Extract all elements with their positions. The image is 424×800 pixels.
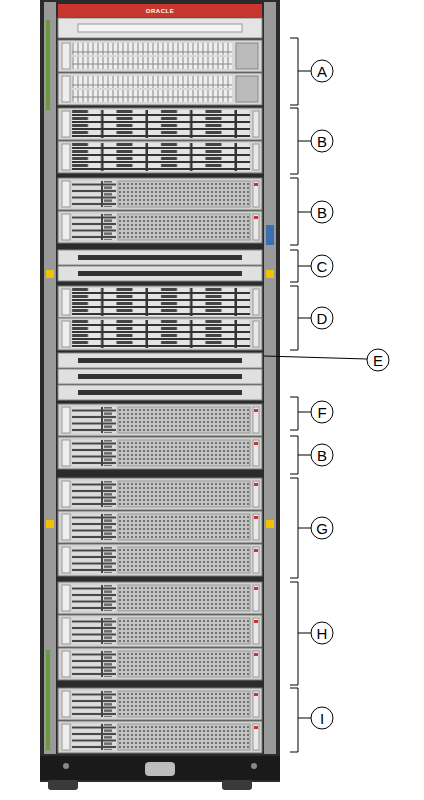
rack-foot bbox=[48, 780, 78, 790]
server bbox=[58, 688, 262, 720]
server bbox=[58, 404, 262, 436]
server bbox=[58, 582, 262, 614]
server bbox=[58, 211, 262, 243]
switch-panel bbox=[58, 369, 262, 384]
storage-server bbox=[58, 73, 262, 105]
server bbox=[58, 318, 262, 350]
switch-panel bbox=[58, 385, 262, 400]
server bbox=[58, 108, 262, 140]
server bbox=[58, 721, 262, 753]
callout-letter: C bbox=[317, 259, 328, 274]
server bbox=[58, 511, 262, 543]
server bbox=[58, 286, 262, 318]
rack-foot bbox=[222, 780, 252, 790]
server bbox=[58, 615, 262, 647]
rack-bolt bbox=[251, 763, 257, 769]
rack-rail bbox=[264, 2, 276, 754]
rack-rail bbox=[44, 2, 56, 754]
callout-letter: G bbox=[316, 521, 328, 536]
logo-bar bbox=[58, 4, 262, 17]
callout-letter: B bbox=[317, 134, 327, 149]
callout-letter: H bbox=[317, 626, 328, 641]
pdu-strip bbox=[46, 650, 50, 750]
storage-server bbox=[58, 40, 262, 72]
callout-brackets bbox=[264, 38, 367, 752]
warning-label bbox=[46, 520, 54, 528]
blank-panel bbox=[58, 18, 262, 38]
server bbox=[58, 648, 262, 680]
pdu-strip bbox=[46, 20, 50, 110]
rack-bolt bbox=[63, 763, 69, 769]
switch-panel bbox=[58, 250, 262, 265]
warning-label bbox=[46, 270, 54, 278]
callout-circles bbox=[311, 60, 389, 729]
server bbox=[58, 178, 262, 210]
callout-letter: F bbox=[317, 405, 326, 420]
blank-panel bbox=[78, 24, 242, 32]
callout-letter: E bbox=[373, 353, 383, 368]
warning-label bbox=[266, 270, 274, 278]
callout-letter: B bbox=[317, 205, 327, 220]
server bbox=[58, 544, 262, 576]
logo-text: ORACLE bbox=[146, 8, 174, 14]
server bbox=[58, 141, 262, 173]
callout-letter: B bbox=[317, 448, 327, 463]
rack-base bbox=[40, 756, 280, 780]
server bbox=[58, 437, 262, 469]
switch-panel bbox=[58, 266, 262, 281]
server bbox=[58, 478, 262, 510]
callout-letter: A bbox=[317, 64, 327, 79]
callout-letter: D bbox=[317, 311, 328, 326]
rack-handle bbox=[145, 762, 175, 776]
rack-frame bbox=[40, 0, 280, 782]
switch-panel bbox=[58, 353, 262, 368]
warning-label bbox=[266, 520, 274, 528]
callout-letter: I bbox=[320, 711, 324, 726]
info-label bbox=[266, 225, 274, 245]
